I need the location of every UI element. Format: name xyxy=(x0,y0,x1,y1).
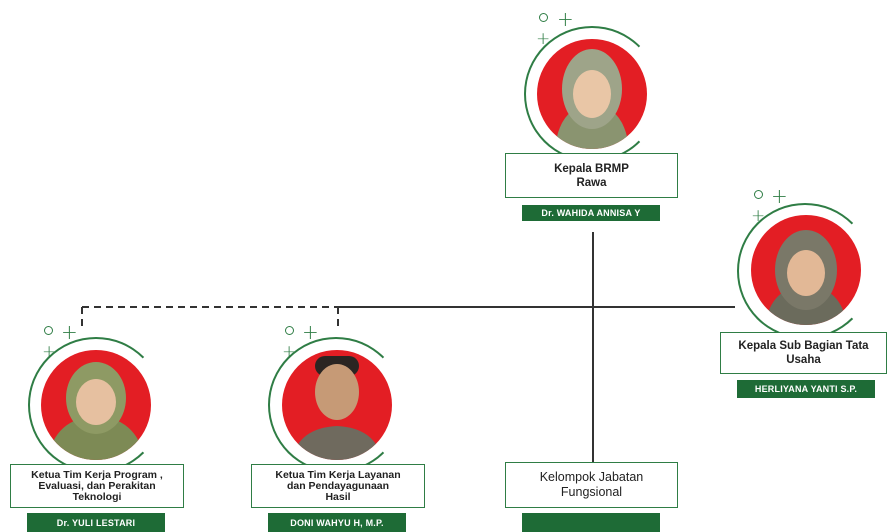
title-box: Ketua Tim Kerja Program , Evaluasi, dan … xyxy=(10,464,184,508)
title-text: Kelompok Jabatan Fungsional xyxy=(539,470,644,499)
title-box: Ketua Tim Kerja Layanan dan Pendayagunaa… xyxy=(251,464,425,508)
avatar xyxy=(751,215,861,325)
title-box: Kepala Sub Bagian Tata Usaha xyxy=(720,332,887,374)
name-text: Dr. WAHIDA ANNISA Y xyxy=(541,208,641,218)
name-bar: HERLIYANA YANTI S.P. xyxy=(737,380,875,398)
person-icon xyxy=(555,49,629,149)
name-bar: Dr. YULI LESTARI xyxy=(27,513,165,532)
name-text: DONI WAHYU H, M.P. xyxy=(290,517,384,528)
name-text: HERLIYANA YANTI S.P. xyxy=(754,384,858,394)
avatar xyxy=(41,350,151,460)
title-text: Kepala BRMP Rawa xyxy=(554,162,629,189)
avatar xyxy=(282,350,392,460)
title-text: Ketua Tim Kerja Program , Evaluasi, dan … xyxy=(31,468,163,503)
name-bar: DONI WAHYU H, M.P. xyxy=(268,513,406,532)
person-icon xyxy=(765,230,847,325)
name-bar: Dr. WAHIDA ANNISA Y xyxy=(522,205,660,221)
name-bar xyxy=(522,513,660,532)
person-icon xyxy=(47,362,145,460)
title-box: Kelompok Jabatan Fungsional xyxy=(505,462,678,508)
avatar xyxy=(537,39,647,149)
title-text: Ketua Tim Kerja Layanan dan Pendayagunaa… xyxy=(275,468,401,503)
title-box: Kepala BRMP Rawa xyxy=(505,153,678,198)
person-icon xyxy=(292,356,382,460)
name-text: Dr. YULI LESTARI xyxy=(56,517,136,528)
title-text: Kepala Sub Bagian Tata Usaha xyxy=(738,340,869,366)
